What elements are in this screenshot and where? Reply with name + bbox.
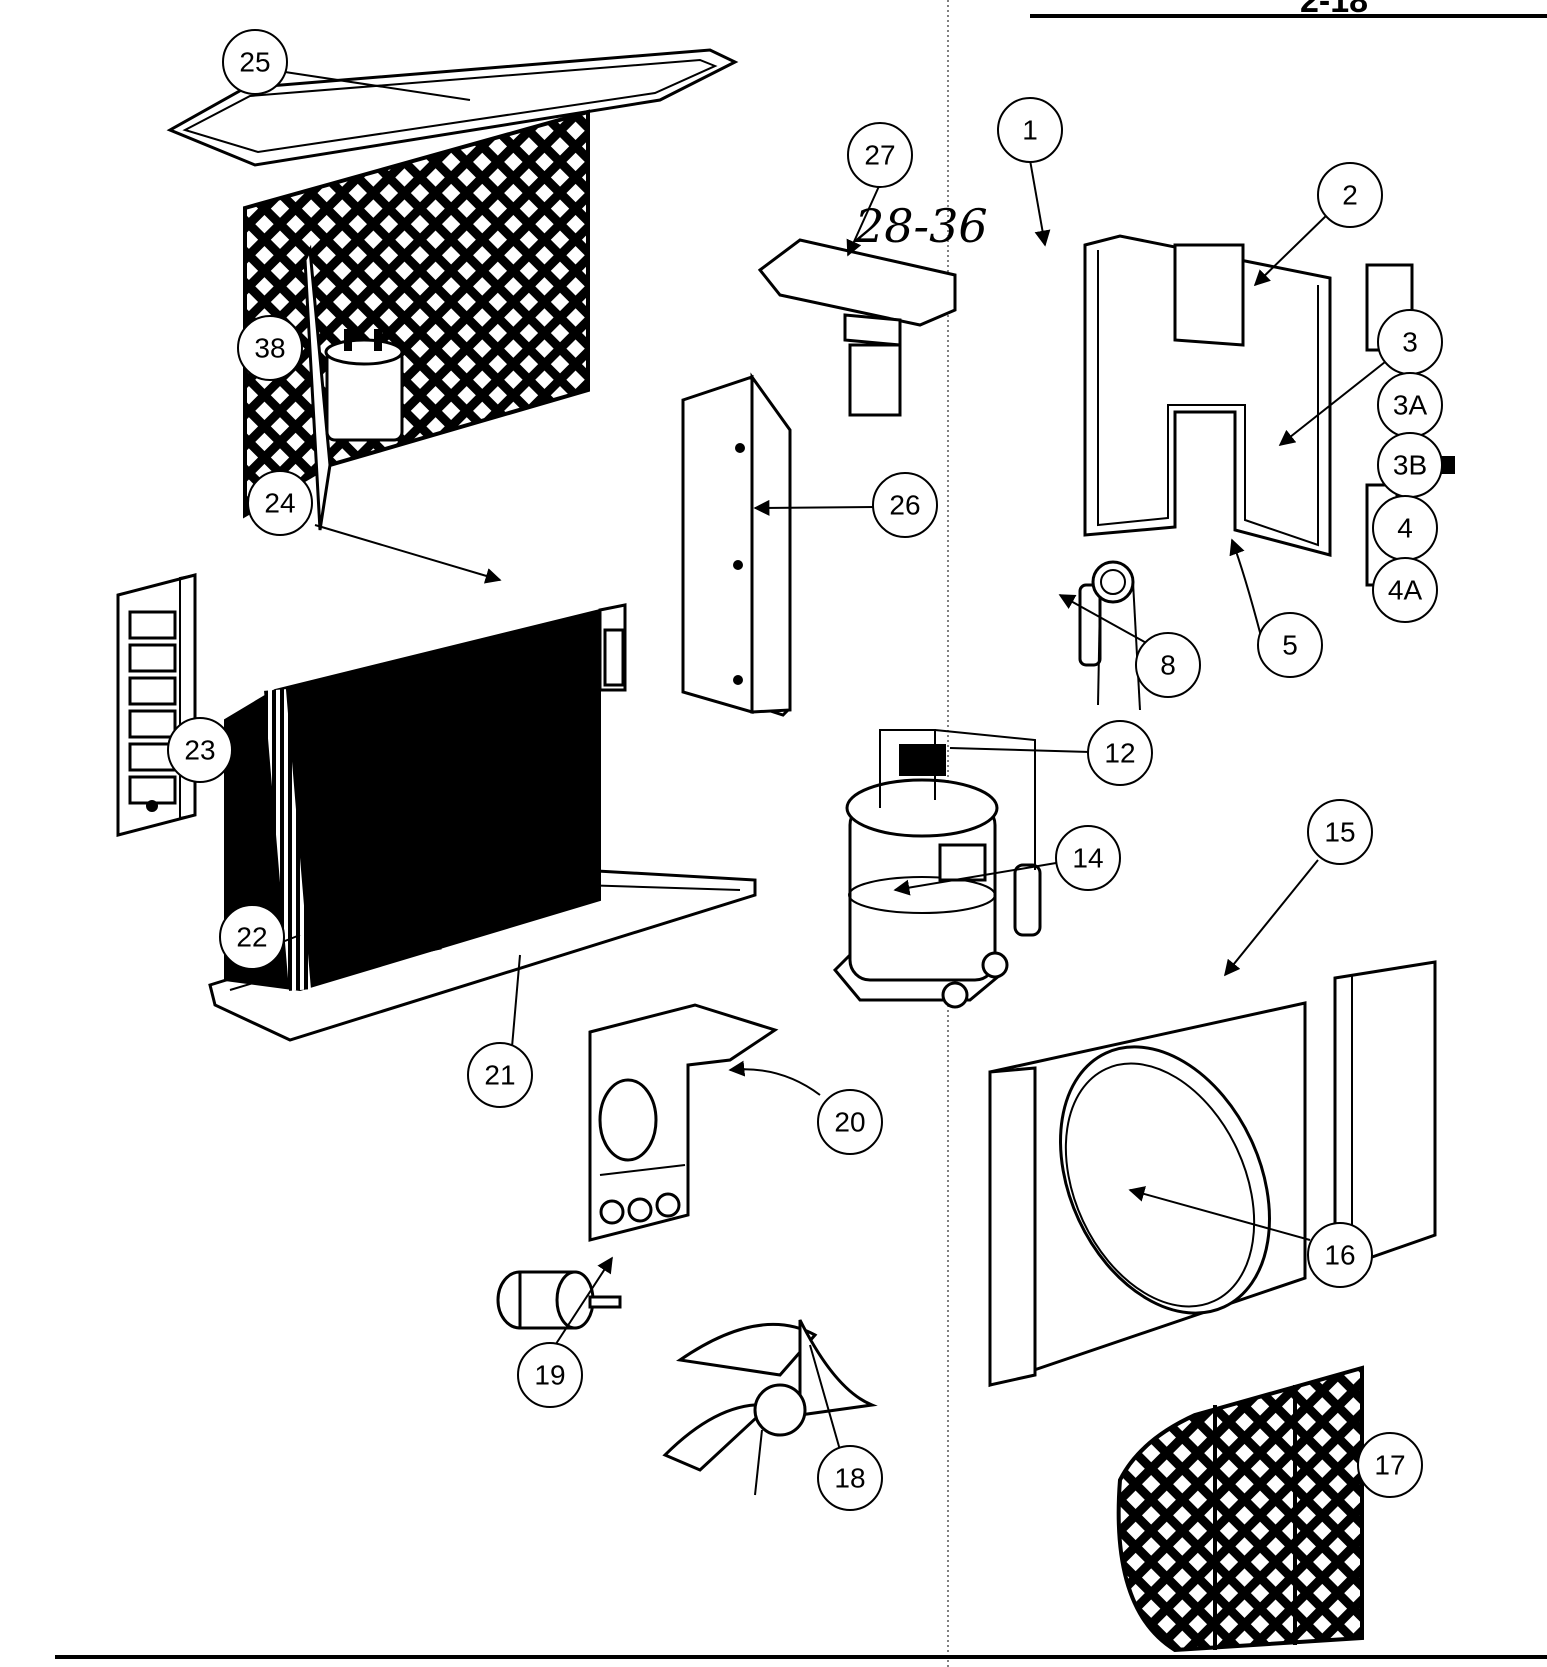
callout-17: 17	[1357, 1432, 1423, 1498]
callout-label: 19	[534, 1360, 565, 1391]
callout-15: 15	[1307, 799, 1373, 865]
callout-circle	[1257, 612, 1323, 678]
callout-circle	[1317, 162, 1383, 228]
callout-circle	[247, 470, 313, 536]
callout-circle	[872, 472, 938, 538]
callout-label: 27	[864, 140, 895, 171]
handwritten-note: 28-36	[854, 199, 988, 253]
valve-bracket	[757, 238, 957, 417]
callout-19: 19	[517, 1342, 583, 1408]
compressor	[832, 729, 1042, 1009]
callout-circle	[237, 315, 303, 381]
callout-circle	[1055, 825, 1121, 891]
fan-motor	[496, 1270, 622, 1330]
callout-1: 1	[997, 97, 1063, 163]
callout-circle	[847, 122, 913, 188]
callout-label: 1	[1022, 115, 1038, 146]
accumulator	[1078, 560, 1141, 711]
callout-26: 26	[872, 472, 938, 538]
leader-lines	[261, 71, 1386, 1451]
callout-label: 24	[264, 488, 295, 519]
callout-label: 3B	[1393, 450, 1427, 481]
callout-label: 38	[254, 333, 285, 364]
callout-circle	[1307, 799, 1373, 865]
callout-label: 15	[1324, 817, 1355, 848]
callout-5: 5	[1257, 612, 1323, 678]
callout-label: 12	[1104, 738, 1135, 769]
callout-circle	[517, 1342, 583, 1408]
callout-circle	[1372, 557, 1438, 623]
callout-label: 26	[889, 490, 920, 521]
callout-label: 16	[1324, 1240, 1355, 1271]
callout-14: 14	[1055, 825, 1121, 891]
callout-label: 25	[239, 47, 270, 78]
front-panel	[988, 960, 1437, 1388]
capacitor	[324, 329, 404, 442]
callout-label: 22	[236, 922, 267, 953]
callout-circle	[817, 1445, 883, 1511]
callout-circle	[219, 904, 285, 970]
callout-label: 4A	[1388, 575, 1423, 606]
callout-circle	[222, 29, 288, 95]
callout-label: 4	[1397, 513, 1413, 544]
motor-bracket	[588, 1003, 779, 1242]
callout-label: 23	[184, 735, 215, 766]
callout-label: 8	[1160, 650, 1176, 681]
callout-2: 2	[1317, 162, 1383, 228]
fan-blade	[662, 1319, 878, 1496]
callout-3b: 3B	[1377, 432, 1443, 498]
callout-circle	[167, 717, 233, 783]
callout-circle	[1087, 720, 1153, 786]
callout-21: 21	[467, 1042, 533, 1108]
callout-16: 16	[1307, 1222, 1373, 1288]
callout-label: 5	[1282, 630, 1298, 661]
callout-24: 24	[247, 470, 313, 536]
callout-25: 25	[222, 29, 288, 95]
callout-label: 17	[1374, 1450, 1405, 1481]
callout-3a: 3A	[1377, 372, 1443, 438]
control-panel	[116, 573, 197, 837]
side-panel	[681, 372, 792, 717]
callout-circle	[817, 1089, 883, 1155]
callout-label: 21	[484, 1060, 515, 1091]
callout-27: 27	[847, 122, 913, 188]
callout-circle	[1135, 632, 1201, 698]
callout-label: 3	[1402, 327, 1418, 358]
page-frame	[55, 0, 1547, 1667]
partition-panel	[1083, 234, 1332, 557]
callout-label: 18	[834, 1463, 865, 1494]
callout-circle	[997, 97, 1063, 163]
callout-22: 22	[219, 904, 285, 970]
callout-label: 14	[1072, 843, 1103, 874]
callout-label: 20	[834, 1107, 865, 1138]
callout-4a: 4A	[1372, 557, 1438, 623]
callout-12: 12	[1087, 720, 1153, 786]
callout-circle	[1307, 1222, 1373, 1288]
callout-8: 8	[1135, 632, 1201, 698]
callout-circle	[1357, 1432, 1423, 1498]
callout-18: 18	[817, 1445, 883, 1511]
callout-20: 20	[817, 1089, 883, 1155]
callout-label: 3A	[1393, 390, 1428, 421]
callout-23: 23	[167, 717, 233, 783]
rear-grille	[243, 109, 590, 531]
callout-3: 3	[1377, 309, 1443, 375]
corner-mark: 2-18	[1300, 0, 1368, 20]
callout-38: 38	[237, 315, 303, 381]
front-grille	[1116, 1365, 1364, 1653]
condenser-coil	[224, 603, 627, 992]
callout-4: 4	[1372, 495, 1438, 561]
callout-circle	[467, 1042, 533, 1108]
callout-label: 2	[1342, 180, 1358, 211]
